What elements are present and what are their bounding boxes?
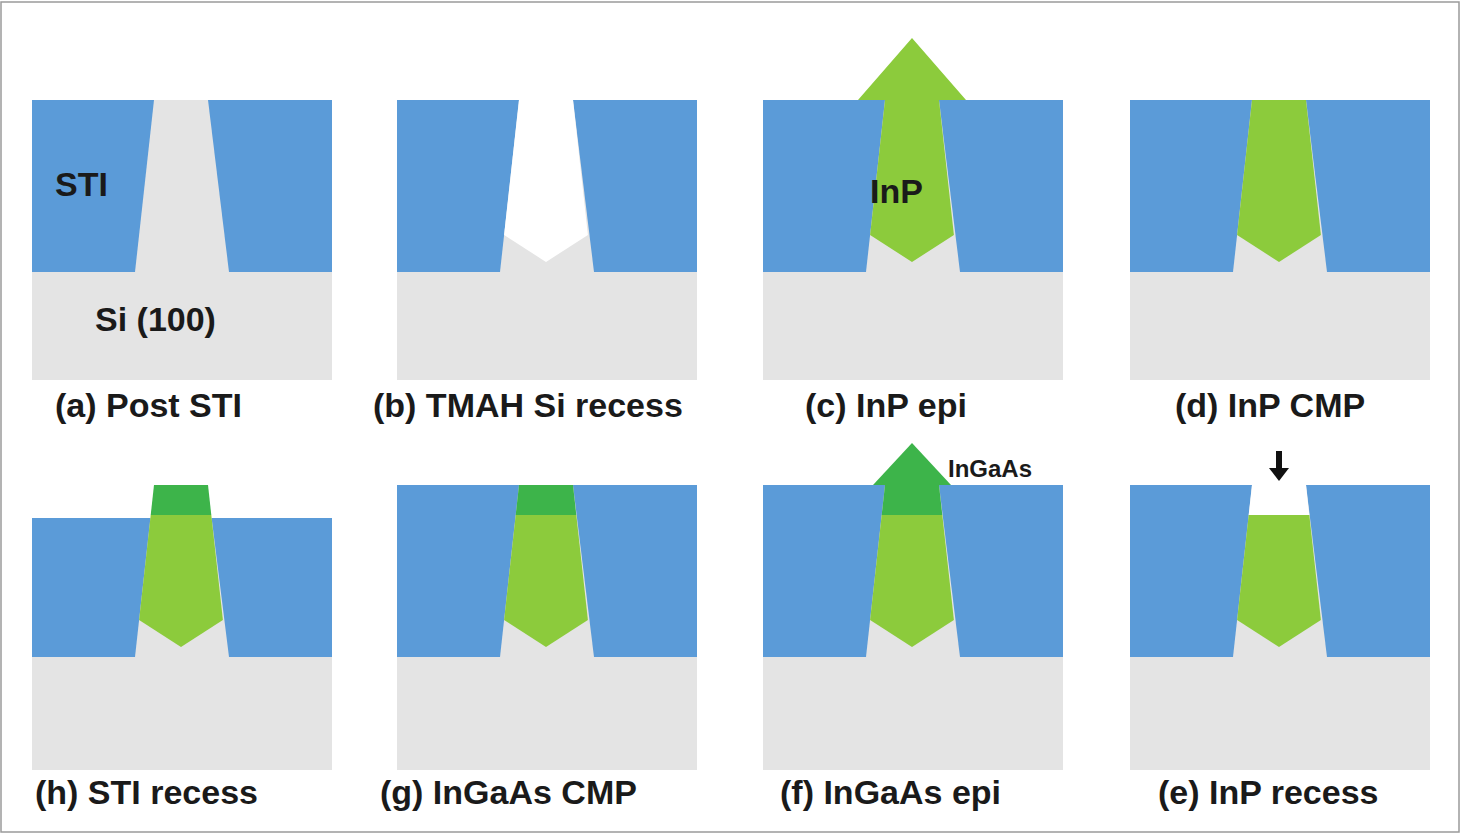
- panel-e: [1130, 451, 1430, 770]
- step-caption: (d) InP CMP: [1175, 388, 1365, 422]
- step-caption: (c) InP epi: [805, 388, 967, 422]
- panel-h: [32, 485, 332, 770]
- panel-a: [32, 100, 332, 380]
- panel-b: [397, 100, 697, 380]
- step-caption: (g) InGaAs CMP: [380, 775, 637, 809]
- step-caption: (e) InP recess: [1158, 775, 1379, 809]
- step-caption: (h) STI recess: [35, 775, 258, 809]
- layer-label: InGaAs: [948, 457, 1032, 481]
- panel-g: [397, 485, 697, 770]
- panel-f: [763, 443, 1063, 770]
- step-caption: (a) Post STI: [55, 388, 242, 422]
- step-caption: (b) TMAH Si recess: [373, 388, 683, 422]
- step-caption: (f) InGaAs epi: [780, 775, 1001, 809]
- layer-label: InP: [870, 174, 923, 208]
- down-arrow: [1276, 451, 1282, 469]
- panel-d: [1130, 100, 1430, 380]
- panel-c: [763, 38, 1063, 380]
- down-arrow-head: [1269, 468, 1289, 481]
- layer-label: STI: [55, 167, 108, 201]
- substrate-label: Si (100): [95, 302, 216, 336]
